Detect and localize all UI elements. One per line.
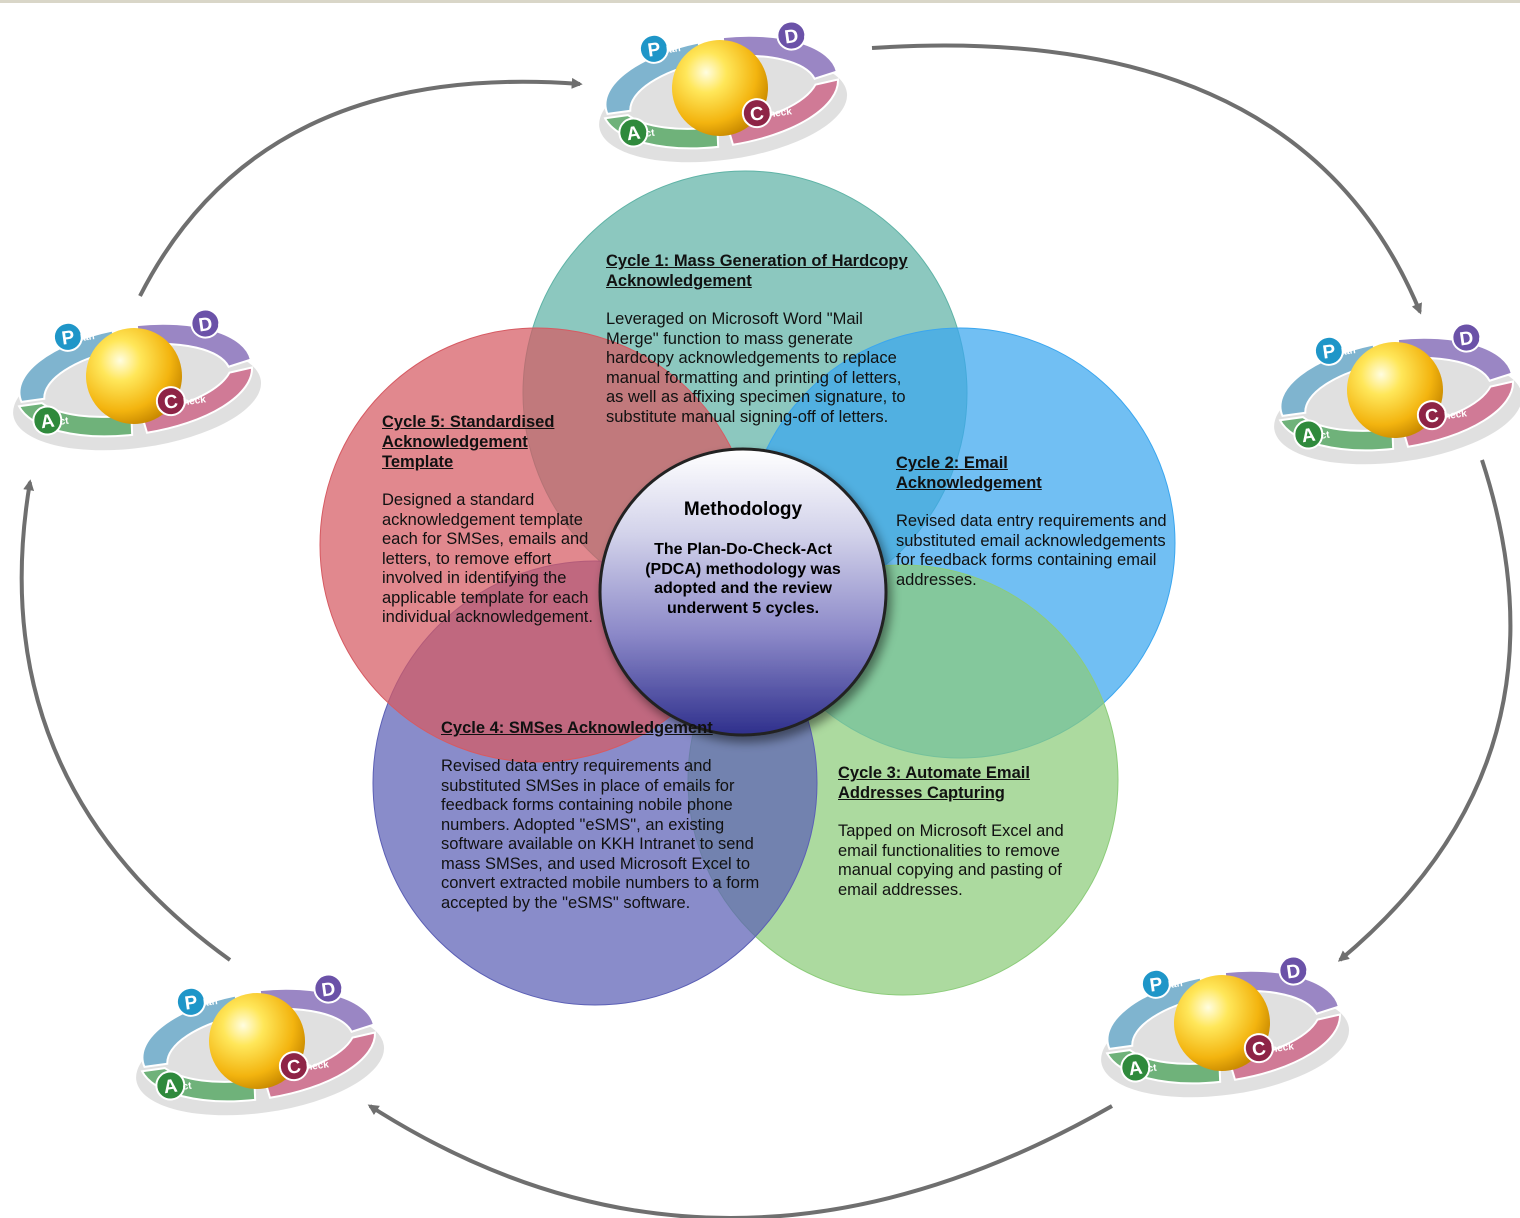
svg-text:P: P: [1148, 974, 1164, 997]
svg-text:A: A: [39, 411, 56, 434]
svg-text:C: C: [1251, 1038, 1268, 1061]
svg-text:lan: lan: [203, 996, 219, 1009]
methodology-title: Methodology: [683, 499, 803, 520]
svg-text:heck: heck: [768, 106, 793, 120]
svg-text:P: P: [1321, 341, 1337, 364]
cycle-4-body: Revised data entry requirements and subs…: [441, 757, 760, 912]
svg-text:ct: ct: [645, 128, 656, 140]
svg-text:C: C: [163, 391, 180, 414]
cycle-arrow-4: [367, 1104, 1113, 1218]
cycle-3-body: Tapped on Microsoft Excel and email func…: [838, 822, 1064, 899]
svg-text:heck: heck: [305, 1059, 330, 1073]
border-line: [0, 0, 1520, 3]
cycle-arrow-2: [871, 43, 1422, 315]
venn-circles: [319, 170, 1176, 1006]
svg-text:A: A: [162, 1076, 179, 1099]
cycle-5-title: Cycle 5: Standardised Acknowledgement Te…: [382, 413, 555, 471]
svg-text:P: P: [60, 327, 76, 350]
cycle-3-text: Cycle 3: Automate Email Addresses Captur…: [838, 763, 1086, 900]
svg-text:C: C: [1424, 405, 1441, 428]
svg-text:o: o: [340, 984, 348, 996]
cycle-3-title: Cycle 3: Automate Email Addresses Captur…: [838, 764, 1030, 802]
cycle-2-text: Cycle 2: Email Acknowledgement Revised d…: [896, 453, 1178, 590]
cycle-4-title: Cycle 4: SMSes Acknowledgement: [441, 719, 713, 737]
svg-text:A: A: [625, 123, 642, 146]
cycle-5-body: Designed a standard acknowledgement temp…: [382, 491, 593, 626]
cycle-2-title: Cycle 2: Email Acknowledgement: [896, 454, 1042, 492]
svg-text:lan: lan: [1341, 345, 1357, 358]
svg-text:ct: ct: [59, 416, 70, 428]
svg-text:ct: ct: [182, 1081, 193, 1093]
svg-text:heck: heck: [182, 394, 207, 408]
svg-text:o: o: [217, 319, 225, 331]
cycle-1-title: Cycle 1: Mass Generation of Hardcopy Ack…: [606, 252, 908, 290]
svg-text:heck: heck: [1270, 1041, 1295, 1055]
svg-text:D: D: [197, 314, 214, 337]
svg-text:P: P: [646, 39, 662, 62]
svg-text:o: o: [1478, 333, 1486, 345]
svg-text:D: D: [783, 26, 800, 49]
svg-text:ct: ct: [1147, 1063, 1158, 1075]
svg-text:D: D: [1285, 961, 1302, 984]
cycle-arrow-5: [19, 479, 232, 962]
svg-text:lan: lan: [666, 43, 682, 56]
svg-text:A: A: [1300, 425, 1317, 448]
svg-text:lan: lan: [1168, 978, 1184, 991]
svg-text:o: o: [1305, 966, 1313, 978]
cycle-arrow-1: [138, 77, 583, 297]
svg-text:o: o: [803, 31, 811, 43]
methodology-body: The Plan-Do-Check-Act (PDCA) methodology…: [645, 541, 841, 617]
cycle-5-text: Cycle 5: Standardised Acknowledgement Te…: [382, 412, 604, 628]
cycle-1-body: Leveraged on Microsoft Word "Mail Merge"…: [606, 310, 906, 426]
cycle-2-body: Revised data entry requirements and subs…: [896, 512, 1167, 589]
svg-text:P: P: [183, 992, 199, 1015]
cycle-arrow-3: [1337, 459, 1513, 962]
svg-text:heck: heck: [1443, 408, 1468, 422]
svg-text:C: C: [286, 1056, 303, 1079]
svg-text:D: D: [1458, 328, 1475, 351]
methodology-box: Methodology The Plan-Do-Check-Act (PDCA)…: [618, 498, 868, 618]
cycle-1-text: Cycle 1: Mass Generation of Hardcopy Ack…: [606, 251, 916, 427]
svg-text:lan: lan: [80, 331, 96, 344]
center-circle: [598, 447, 888, 737]
svg-text:C: C: [749, 103, 766, 126]
svg-text:A: A: [1127, 1058, 1144, 1081]
svg-text:D: D: [320, 979, 337, 1002]
cycle-4-text: Cycle 4: SMSes Acknowledgement Revised d…: [441, 718, 789, 913]
svg-text:ct: ct: [1320, 430, 1331, 442]
